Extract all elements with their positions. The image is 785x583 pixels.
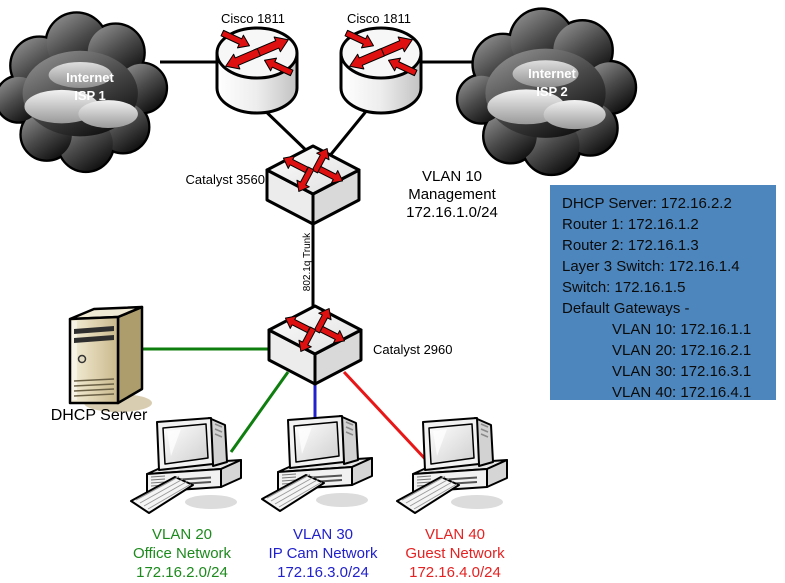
switch-2960-label: Catalyst 2960 (373, 342, 453, 357)
pc-vlan20-icon (130, 417, 242, 514)
cloud-isp2-label-line1: Internet (528, 66, 576, 81)
vlan40-label-vlan: VLAN 40 (425, 526, 485, 543)
info-line: VLAN 20: 172.16.2.1 (612, 342, 752, 359)
router1-label: Cisco 1811 (221, 11, 285, 26)
router1-icon (215, 25, 299, 115)
info-line: VLAN 10: 172.16.1.1 (612, 321, 752, 338)
vlan40-label: VLAN 40 Guest Network 172.16.4.0/24 (405, 526, 505, 581)
pc-vlan40-icon (396, 417, 508, 514)
vlan20-label-subnet: 172.16.2.0/24 (136, 564, 228, 581)
ip-address-info-box: DHCP Server: 172.16.2.2 Router 1: 172.16… (550, 185, 776, 401)
vlan10-note-line2: Management (408, 186, 496, 203)
dhcp-server-label: DHCP Server (51, 407, 148, 424)
info-line: Router 1: 172.16.1.2 (562, 216, 699, 233)
trunk-label: 802.1q Trunk (302, 232, 313, 291)
info-line: DHCP Server: 172.16.2.2 (562, 195, 732, 212)
cloud-isp2-label-line2: ISP 2 (536, 84, 568, 99)
info-line: Switch: 172.16.1.5 (562, 279, 686, 296)
vlan40-label-subnet: 172.16.4.0/24 (409, 564, 501, 581)
vlan30-label-vlan: VLAN 30 (293, 526, 353, 543)
info-line: VLAN 30: 172.16.3.1 (612, 363, 752, 380)
link-switch2960-vlan40 (342, 370, 430, 464)
router2-icon (339, 25, 423, 115)
vlan20-label: VLAN 20 Office Network 172.16.2.0/24 (133, 526, 232, 581)
vlan10-note-line3: 172.16.1.0/24 (406, 204, 498, 221)
info-line: VLAN 40: 172.16.4.1 (612, 384, 752, 401)
info-line: Default Gateways - (562, 300, 690, 317)
vlan30-label-network: IP Cam Network (269, 545, 378, 562)
vlan20-label-network: Office Network (133, 545, 232, 562)
vlan10-note: VLAN 10 Management 172.16.1.0/24 (406, 168, 498, 221)
pc-vlan30-icon (261, 415, 373, 512)
vlan20-label-vlan: VLAN 20 (152, 526, 212, 543)
switch-3560-label: Catalyst 3560 (186, 172, 266, 187)
link-switch2960-vlan20 (229, 371, 290, 453)
vlan10-note-line1: VLAN 10 (422, 168, 482, 185)
vlan40-label-network: Guest Network (405, 545, 505, 562)
link-router2-switch3560 (326, 103, 374, 159)
router2-label: Cisco 1811 (347, 11, 411, 26)
cloud-isp1-label-line2: ISP 1 (74, 88, 106, 103)
vlan30-label: VLAN 30 IP Cam Network 172.16.3.0/24 (269, 526, 378, 581)
switch-2960-icon (267, 303, 363, 386)
info-line: Layer 3 Switch: 172.16.1.4 (562, 258, 740, 275)
cloud-isp1-label-line1: Internet (66, 70, 114, 85)
switch-3560-icon (265, 143, 361, 226)
info-line: Router 2: 172.16.1.3 (562, 237, 699, 254)
vlan30-label-subnet: 172.16.3.0/24 (277, 564, 369, 581)
dhcp-server-icon (68, 305, 154, 414)
